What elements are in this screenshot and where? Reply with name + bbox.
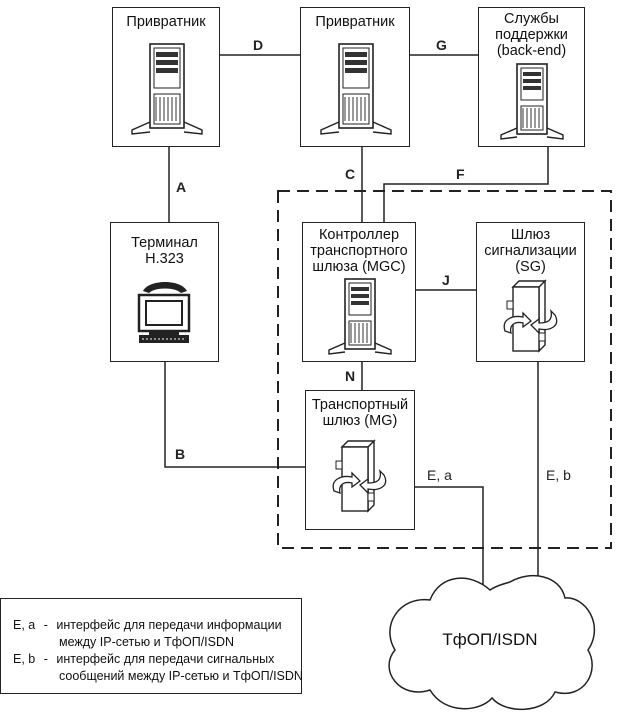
link-label-N: N (345, 368, 356, 384)
phone-computer-icon (137, 282, 191, 343)
legend-box: E, a - интерфейс для передачи информации… (0, 598, 303, 694)
gateway-switch-icon (332, 439, 387, 513)
ip-network-boundary (277, 190, 612, 549)
backend-title-line-3: (back-end) (496, 43, 567, 59)
terminal-h323-node[interactable]: Терминал H.323 (110, 222, 219, 362)
link-label-G: G (436, 37, 447, 53)
media-gateway-node[interactable]: Транспортный шлюз (MG) (305, 390, 415, 530)
gatekeeper-1-node[interactable]: Привратник (112, 7, 220, 147)
legend-text-line-1: интерфейс для передачи сигнальных (56, 652, 275, 666)
signaling-gateway-node[interactable]: Шлюз сигнализации (SG) (476, 222, 585, 362)
link-label-A: A (176, 179, 187, 195)
link-B (164, 362, 305, 468)
terminal-title-line-1: Терминал (131, 235, 198, 251)
server-tower-icon (500, 63, 564, 140)
link-Ea (415, 486, 484, 588)
link-F (383, 147, 549, 222)
mgc-title-line-3: шлюза (MGC) (312, 259, 406, 275)
gatekeeper-1-title: Привратник (126, 14, 206, 30)
link-label-D: D (253, 37, 264, 53)
legend-item-Eb: E, b - интерфейс для передачи сигнальных (13, 651, 301, 668)
link-label-C: C (345, 166, 356, 182)
link-label-Ea: E, a (427, 467, 452, 483)
link-label-J: J (442, 272, 450, 288)
legend-text-line-1: интерфейс для передачи информации (56, 618, 282, 632)
server-tower-icon (320, 43, 392, 135)
gatekeeper-2-title: Привратник (315, 14, 395, 30)
sg-title-line-1: Шлюз (510, 227, 551, 243)
mg-title-line-1: Транспортный (311, 397, 409, 413)
link-label-F: F (456, 166, 465, 182)
gateway-switch-icon (503, 279, 558, 353)
backend-title-line-1: Службы (504, 11, 559, 27)
backend-services-node[interactable]: Службы поддержки (back-end) (478, 7, 585, 147)
link-label-B: B (175, 446, 186, 462)
sg-title-line-2: сигнализации (484, 243, 577, 259)
terminal-title-line-2: H.323 (145, 251, 184, 267)
link-label-Eb: E, b (546, 467, 571, 483)
legend-item-Ea: E, a - интерфейс для передачи информации (13, 617, 301, 634)
legend-key: E, b (13, 652, 36, 666)
sg-title-line-3: (SG) (515, 259, 546, 275)
pstn-isdn-label: ТфОП/ISDN (442, 630, 538, 649)
server-tower-icon (131, 43, 203, 135)
legend-text-line-2: между IP-сетью и ТфОП/ISDN (59, 635, 235, 649)
mgc-title-line-1: Контроллер (318, 227, 400, 243)
legend-separator: - (43, 652, 48, 666)
legend-separator: - (43, 618, 48, 632)
pstn-cloud (388, 574, 596, 710)
legend-key: E, a (13, 618, 36, 632)
mg-title-line-2: шлюз (MG) (322, 413, 398, 429)
gatekeeper-2-node[interactable]: Привратник (300, 7, 410, 147)
server-tower-icon (328, 278, 392, 355)
legend-text-line-2: сообщений между IP-сетью и ТфОП/ISDN (59, 669, 303, 683)
mgc-title-line-2: транспортного (310, 243, 408, 259)
backend-title-line-2: поддержки (495, 27, 568, 43)
mgc-node[interactable]: Контроллер транспортного шлюза (MGC) (302, 222, 416, 362)
